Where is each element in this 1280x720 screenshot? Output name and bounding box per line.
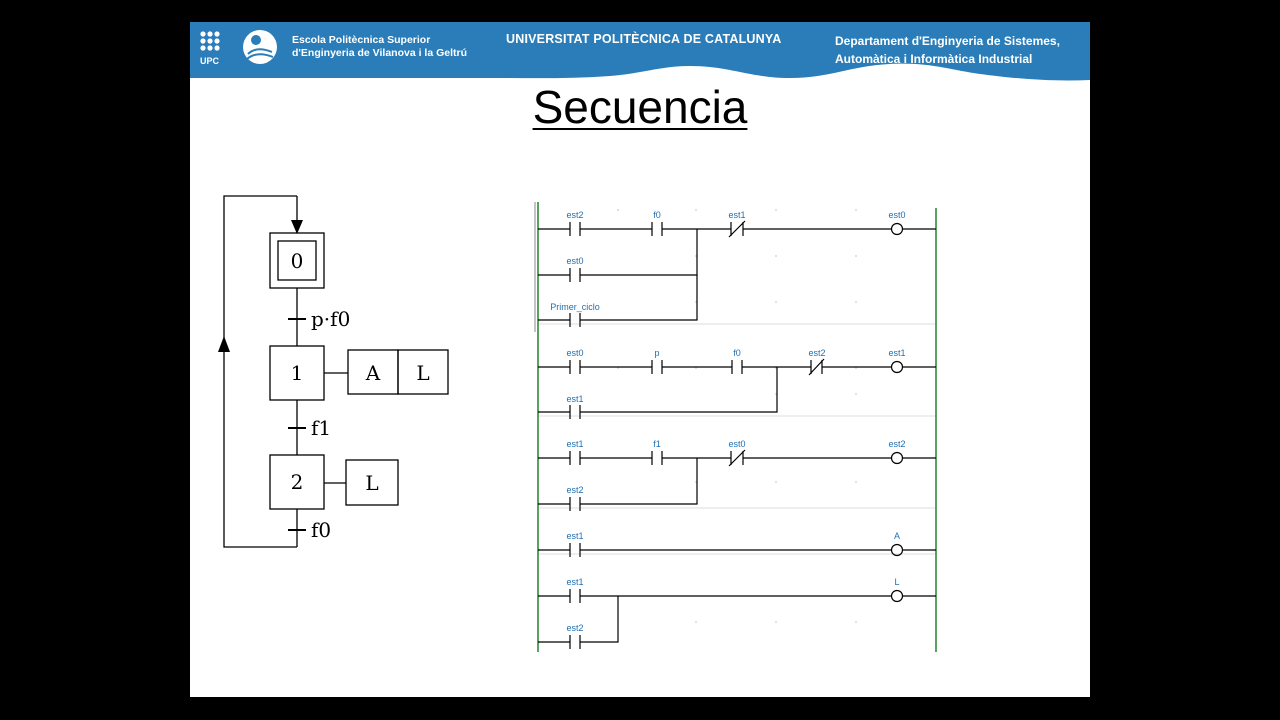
r5-coil-label: L [894,577,899,587]
rung2-contact-est2-nc [808,358,825,376]
r3-est0-label: est0 [728,439,745,449]
rung2-contact-f0 [731,360,743,374]
r2-est1-label: est1 [566,394,583,404]
slide-title: Secuencia [532,81,748,133]
rung1-contact-primer [569,313,581,327]
header-banner [190,22,1090,81]
return-loop [223,195,297,548]
upc-logo-text: UPC [200,56,220,66]
r4-est1-label: est1 [566,531,583,541]
banner-background [190,22,1090,81]
rung2-branch [538,367,778,413]
arrow-up-icon [218,336,230,352]
rung3-coil [890,451,904,465]
rung3-contact-f1 [651,451,663,465]
rung3-branch [538,458,698,505]
rung1-branch2 [538,275,698,321]
department-name-line2: Automàtica i Informàtica Industrial [835,52,1033,66]
action-a-label: A [365,361,381,385]
rung2-coil [890,360,904,374]
r5-est2-label: est2 [566,623,583,633]
rung2-contact-est0 [569,360,581,374]
transition-2-label: f1 [311,416,331,440]
r4-coil-label: A [894,531,900,541]
school-name-line1: Escola Politècnica Superior [292,34,431,46]
rung3-contact-est2 [569,497,581,511]
rung1-contact-est2 [569,222,581,236]
rung1-branch1 [538,229,698,276]
action-l1-box [397,349,449,395]
rung5-contact-est2 [569,635,581,649]
step-0-inner-box [277,240,317,281]
r3-f1-label: f1 [653,439,661,449]
rung3-contact-est1 [569,451,581,465]
step-1-label: 1 [291,361,304,385]
university-name: UNIVERSITAT POLITÈCNICA DE CATALUNYA [506,32,782,46]
slide: UPC Escola Politècnica Superior d'Enginy… [190,22,1090,697]
rung1-contact-f0 [651,222,663,236]
arrow-down-icon [291,220,303,234]
step-0-label: 0 [291,249,304,273]
r1-primer-label: Primer_ciclo [550,302,600,312]
r1-est0-label: est0 [566,256,583,266]
rung4-contact-est1 [569,543,581,557]
rung3-contact-est0-nc [728,449,746,467]
grafcet-diagram: 0 1 2 A L L p·f0 f1 f0 [218,195,449,548]
school-emblem-icon [243,30,277,64]
r2-coil-label: est1 [888,348,905,358]
r3-est2-label: est2 [566,485,583,495]
r5-est1-label: est1 [566,577,583,587]
rung4-coil [890,543,904,557]
r1-f0-label: f0 [653,210,661,220]
r2-est2-label: est2 [808,348,825,358]
rung5-contact-est1 [569,589,581,603]
department-name-line1: Departament d'Enginyeria de Sistemes, [835,34,1060,48]
rung2-contact-est1 [569,405,581,419]
r2-est0-label: est0 [566,348,583,358]
action-l2-box [345,459,399,506]
rung5-coil [890,589,904,603]
r2-f0-label: f0 [733,348,741,358]
r1-est1-label: est1 [728,210,745,220]
school-name-line2: d'Enginyeria de Vilanova i la Geltrú [292,47,468,59]
ladder-diagram: est2 f0 est1 est0 est0 Primer_ciclo est0… [534,202,937,652]
step-2-label: 2 [291,470,304,494]
rung1-coil [890,222,904,236]
transition-1-label: p·f0 [311,307,350,331]
r2-p-label: p [654,348,659,358]
slide-title-wrap: Secuencia [190,80,1090,134]
step-2-box [269,454,325,510]
transition-3-label: f0 [311,518,331,542]
r1-est2-label: est2 [566,210,583,220]
r1-coil-label: est0 [888,210,905,220]
action-l1-label: L [416,361,429,385]
rung1-contact-est1-nc [728,220,746,238]
r3-coil-label: est2 [888,439,905,449]
r3-est1-label: est1 [566,439,583,449]
rung1-contact-est0 [569,268,581,282]
rung5-branch [538,596,619,643]
upc-logo-icon [200,31,220,51]
action-l2-label: L [365,471,378,495]
rung2-contact-p [651,360,663,374]
